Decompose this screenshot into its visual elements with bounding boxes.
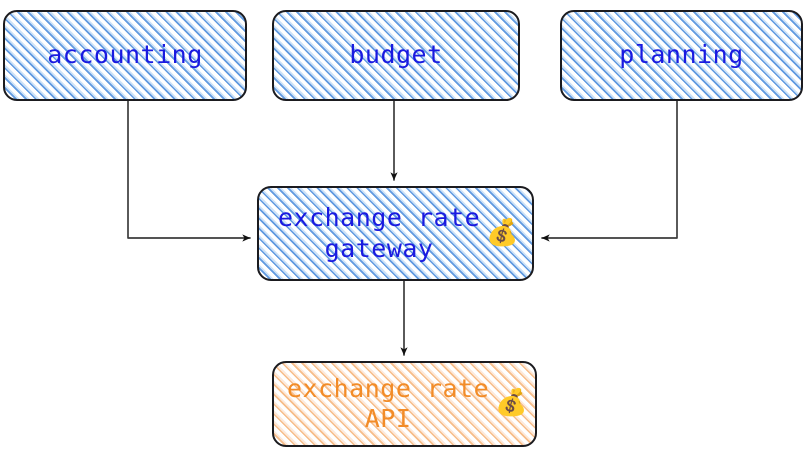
edge-accounting-to-gateway (127, 100, 251, 242)
node-api-label: exchange rate API (286, 373, 490, 434)
node-planning[interactable]: planning (560, 10, 803, 101)
node-exchange-rate-api[interactable]: exchange rate API💰 (272, 361, 537, 447)
money-bag-icon: 💰 (495, 388, 529, 419)
node-exchange-rate-gateway[interactable]: exchange rate gateway💰 (257, 186, 534, 281)
node-planning-label: planning (619, 40, 744, 70)
node-budget-label: budget (349, 40, 443, 70)
edge-planning-to-gateway (541, 100, 678, 242)
money-bag-icon: 💰 (486, 217, 520, 248)
node-budget[interactable]: budget (272, 10, 520, 101)
node-gateway-label: exchange rate gateway (277, 203, 481, 263)
node-accounting[interactable]: accounting (3, 10, 247, 101)
node-accounting-label: accounting (47, 40, 203, 70)
